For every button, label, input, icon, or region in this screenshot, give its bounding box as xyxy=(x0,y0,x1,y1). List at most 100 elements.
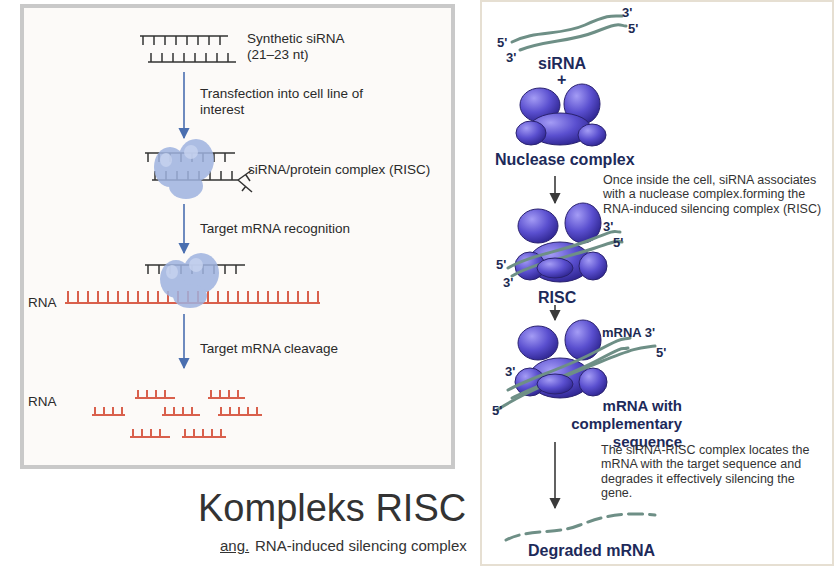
node-label: + xyxy=(557,70,577,89)
base-tick xyxy=(205,53,207,62)
protein-blob xyxy=(518,326,558,360)
base-tick xyxy=(202,429,204,437)
protein-blob xyxy=(518,209,558,243)
base-tick xyxy=(238,407,240,415)
strand-backbone xyxy=(148,61,236,63)
rna-strand xyxy=(135,390,175,398)
strand-end-label: 5' xyxy=(656,346,666,360)
step-label: The siRNA-RISC complex locates the mRNA … xyxy=(601,443,829,501)
base-tick xyxy=(87,291,89,303)
base-tick xyxy=(132,429,134,437)
process-stage: siRNA/protein complex (RISC) xyxy=(140,140,440,202)
flow-arrow xyxy=(183,204,185,253)
base-tick xyxy=(141,429,143,437)
base-tick xyxy=(117,291,119,303)
step-label: Target mRNA cleavage xyxy=(200,341,400,357)
base-tick xyxy=(219,36,221,45)
base-tick xyxy=(173,407,175,415)
strand-end-label: 5' xyxy=(496,258,506,272)
base-tick xyxy=(247,291,249,303)
strand-backbone xyxy=(162,414,200,416)
node-label: Degraded mRNA xyxy=(528,541,668,560)
protein-blob xyxy=(169,173,203,199)
base-tick xyxy=(297,291,299,303)
base-tick xyxy=(137,390,139,398)
base-tick xyxy=(307,291,309,303)
process-stage: RNA xyxy=(25,255,325,312)
protein-highlight xyxy=(160,145,203,279)
flow-arrow xyxy=(554,176,556,203)
base-tick xyxy=(220,171,222,180)
base-tick xyxy=(137,291,139,303)
strand-end-label: 3' xyxy=(503,276,513,290)
step-label: Target mRNA recognition xyxy=(200,221,400,237)
base-tick xyxy=(127,291,129,303)
strand-end-label: 5' xyxy=(492,404,502,418)
step-label: Once inside the cell, siRNA associates w… xyxy=(603,173,831,216)
process-stage: RNA xyxy=(25,370,325,450)
strand-backbone xyxy=(140,35,228,37)
strand-end-label: 3' xyxy=(622,6,632,20)
base-tick xyxy=(229,407,231,415)
base-tick xyxy=(184,429,186,437)
protein-blob xyxy=(537,374,573,394)
process-stage: Synthetic siRNA (21–23 nt) xyxy=(135,28,445,70)
degraded-mrna xyxy=(506,514,655,540)
base-tick xyxy=(142,36,144,45)
flow-arrow xyxy=(183,72,185,138)
base-tick xyxy=(159,429,161,437)
base-tick xyxy=(220,429,222,437)
base-tick xyxy=(194,53,196,62)
risc-symbol xyxy=(515,203,607,282)
base-tick xyxy=(183,53,185,62)
base-tick xyxy=(267,291,269,303)
left-panel xyxy=(22,6,453,467)
base-tick xyxy=(227,53,229,62)
node-label: RNA xyxy=(28,394,68,410)
base-tick xyxy=(94,407,96,415)
base-tick xyxy=(97,291,99,303)
step-label: Transfection into cell line of interest xyxy=(200,86,380,118)
rna-strand xyxy=(92,407,125,415)
protein-highlight xyxy=(160,153,172,167)
base-tick xyxy=(161,53,163,62)
protein-blob xyxy=(173,284,207,308)
sirna-strand xyxy=(520,25,626,50)
sirna-strand xyxy=(512,348,628,398)
base-tick xyxy=(287,291,289,303)
strand-end-label: 5' xyxy=(628,22,638,36)
base-tick xyxy=(224,153,226,162)
protein-highlight xyxy=(166,265,178,279)
base-tick xyxy=(224,265,226,274)
base-tick xyxy=(182,407,184,415)
base-tick xyxy=(247,407,249,415)
caption-text: RNA-induced silencing complex xyxy=(255,537,467,554)
base-tick xyxy=(157,291,159,303)
rna-strand xyxy=(130,429,170,437)
base-tick xyxy=(121,407,123,415)
node-label: siRNA/protein complex (RISC) xyxy=(248,162,458,178)
protein-blob xyxy=(579,252,607,280)
protein-blob xyxy=(516,121,546,145)
base-tick xyxy=(219,390,221,398)
base-tick xyxy=(257,291,259,303)
strand-end-label: 3' xyxy=(506,51,516,65)
protein-blob xyxy=(578,124,606,146)
nuclease-complex-symbol xyxy=(516,84,606,146)
base-tick xyxy=(197,36,199,45)
process-stage: siRNA+Nuclease complex xyxy=(490,12,670,174)
strand-end-label: 3' xyxy=(505,365,515,379)
base-tick xyxy=(164,36,166,45)
process-stage: Degraded mRNA xyxy=(500,510,670,565)
base-tick xyxy=(175,36,177,45)
right-panel xyxy=(481,1,833,565)
base-tick xyxy=(164,407,166,415)
base-tick xyxy=(112,407,114,415)
rna-strand xyxy=(140,36,228,45)
protein-blob xyxy=(579,368,607,396)
base-tick xyxy=(67,291,69,303)
strand-backbone xyxy=(208,397,245,399)
slide-title: Kompleks RISC xyxy=(198,488,466,530)
base-tick xyxy=(256,407,258,415)
